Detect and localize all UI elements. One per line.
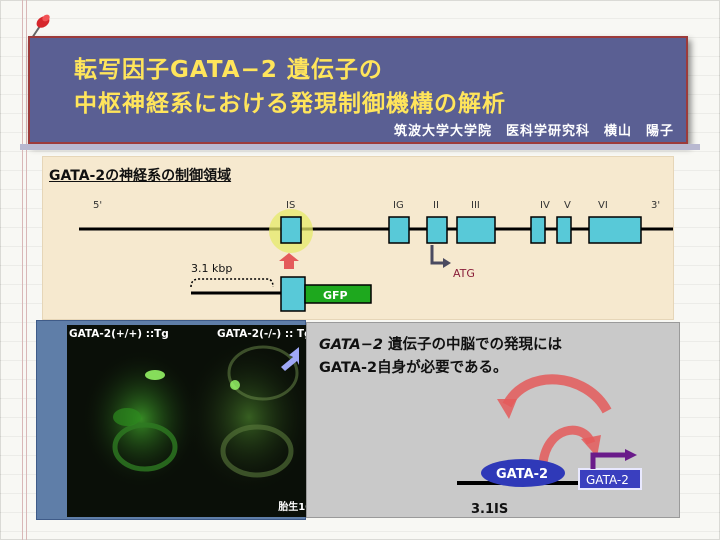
- title-line-1: 転写因子GATA−2 遺伝子の: [74, 57, 383, 83]
- gene-box-label: GATA-2: [586, 473, 629, 487]
- curved-arrow-icon: [502, 374, 612, 414]
- embryo-image-panel: GATA-2(+/+) ::Tg GATA-2(-/-) :: Tg(+) 胎生…: [36, 320, 337, 520]
- exon-v: [556, 216, 572, 244]
- region-label-ig: IG: [393, 200, 404, 211]
- conclusion-line-1-rest: 遺伝子の中脳での発現には: [382, 337, 563, 353]
- conclusion-line-2: GATA-2自身が必要である。: [319, 360, 508, 376]
- wildtype-label: GATA-2(+/+) ::Tg: [69, 328, 169, 340]
- construct-is-box: [280, 276, 306, 312]
- gfp-label: GFP: [323, 289, 348, 302]
- mutant-label: GATA-2(-/-) :: Tg(+): [217, 328, 330, 340]
- atg-label: ATG: [453, 267, 475, 280]
- enhancer-label: 3.1IS: [471, 502, 508, 517]
- conclusion-panel: GATA−2 遺伝子の中脳での発現には GATA-2自身が必要である。 GATA…: [306, 322, 680, 518]
- autoregulation-diagram: GATA-2 GATA-2 3.1IS: [457, 374, 642, 517]
- gene-diagram-heading: GATA-2の神経系の制御領域: [49, 168, 232, 184]
- conclusion-line-1: GATA−2 遺伝子の中脳での発現には: [319, 333, 562, 354]
- gene-name-italic: GATA−2: [319, 337, 383, 353]
- embryo-image: [81, 339, 315, 495]
- exon-ig: [388, 216, 410, 244]
- exon-iii: [456, 216, 496, 244]
- region-label-vi: VI: [598, 200, 608, 211]
- gfp-box: [304, 284, 372, 304]
- region-label-iv: IV: [540, 200, 550, 211]
- margin-line-left: [22, 0, 23, 540]
- exon-vi: [588, 216, 642, 244]
- gata2-gene-box: [578, 468, 642, 490]
- arrow-up-icon: [279, 253, 299, 269]
- exon-ii: [426, 216, 448, 244]
- title-underline: [20, 144, 700, 150]
- region-label-is: IS: [286, 200, 295, 211]
- five-prime-label: 5': [93, 200, 102, 211]
- pointer-arrow-icon: [281, 347, 299, 371]
- construct-bracket: [190, 278, 274, 288]
- gata2-protein: [481, 459, 565, 487]
- region-label-ii: II: [433, 200, 439, 211]
- title-line-2: 中枢神経系における発現制御機構の解析: [74, 91, 506, 117]
- gene-diagram: 5' 3' IS IG II III IV V VI ATG 3.1 kbp G…: [79, 200, 673, 312]
- embryonic-stage-label: 胎生10.5日: [278, 498, 333, 513]
- protein-label: GATA-2: [496, 467, 548, 482]
- region-label-v: V: [564, 200, 571, 211]
- margin-line-left-2: [26, 0, 27, 540]
- transcription-start-arrow-icon: [430, 245, 443, 265]
- region-label-iii: III: [471, 200, 480, 211]
- three-prime-label: 3': [651, 200, 660, 211]
- construct-length-label: 3.1 kbp: [191, 262, 232, 275]
- exon-iv: [530, 216, 546, 244]
- exon-is: [280, 216, 302, 244]
- curved-arrow-icon-2: [538, 425, 596, 464]
- pushpin-icon: [31, 14, 50, 39]
- transcription-arrow-icon: [590, 452, 625, 469]
- gene-structure-panel: GATA-2の神経系の制御領域 5' 3' IS IG II III IV V …: [42, 156, 674, 320]
- title-band: 転写因子GATA−2 遺伝子の 中枢神経系における発現制御機構の解析 筑波大学大…: [28, 36, 688, 144]
- author-affiliation: 筑波大学大学院 医科学研究科 横山 陽子: [393, 124, 674, 139]
- embryo-fluorescence-photo: GATA-2(+/+) ::Tg GATA-2(-/-) :: Tg(+) 胎生…: [67, 325, 337, 517]
